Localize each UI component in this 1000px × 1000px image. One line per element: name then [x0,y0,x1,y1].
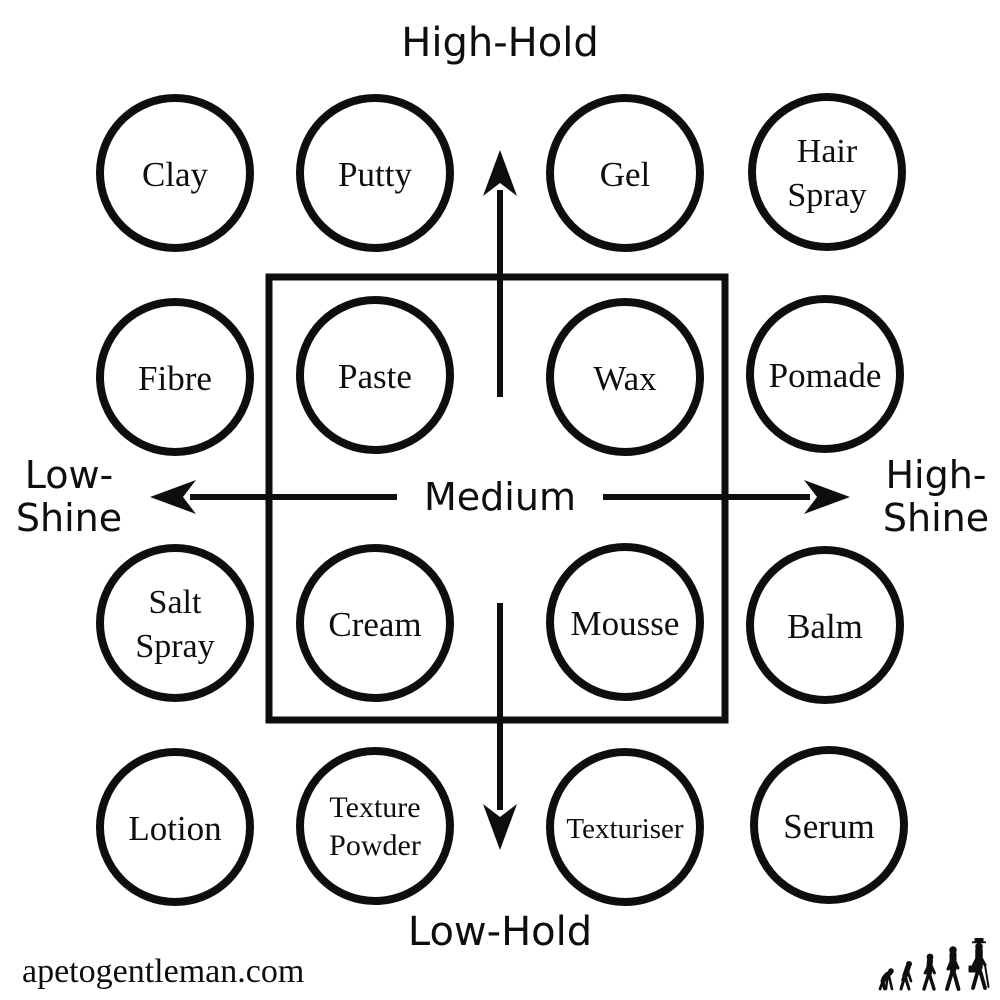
product-label: Putty [338,155,412,194]
svg-text:High-: High- [885,453,986,497]
circle-outline [296,747,454,905]
product-label: Fibre [138,359,212,398]
product-label: Balm [787,607,863,646]
arrow-head-left-icon [150,480,196,514]
logo-figure-man [945,946,961,991]
product-label: Pomade [769,356,882,395]
product-hair-spray: Hair Spray [748,93,906,251]
product-texturiser: Texturiser [546,748,704,906]
circle-outline [748,93,906,251]
product-label: Gel [600,155,651,194]
circle-outline [546,748,704,906]
product-label-line2: Spray [135,628,214,665]
logo-figure-hominid [899,961,913,991]
svg-text:Shine: Shine [16,496,122,540]
product-putty: Putty [296,94,454,252]
product-balm: Balm [746,546,904,704]
product-label: Serum [783,807,874,846]
product-label-line2: Powder [329,829,421,862]
axis-label-low-shine: Low- Shine [16,453,122,540]
circle-outline [296,544,454,702]
axis-label-medium: Medium [424,475,576,519]
product-label: Lotion [128,809,221,848]
arrow-head-down-icon [483,804,517,850]
product-label-line2: Spray [787,177,866,214]
circle-outline [296,94,454,252]
circle-outline [546,94,704,252]
svg-text:Low-: Low- [25,453,114,497]
axis-label-low-hold: Low-Hold [408,909,592,955]
axis-arrow-left [150,480,397,514]
product-label: Wax [593,359,657,398]
circle-outline [296,296,454,454]
axis-label-high-hold: High-Hold [401,20,598,66]
product-gel: Gel [546,94,704,252]
axis-arrow-up [483,150,517,397]
product-cream: Cream [296,544,454,702]
product-label: Paste [338,357,412,396]
watermark-text: apetogentleman.com [22,953,304,990]
circle-outline [96,298,254,456]
product-label-line1: Hair [797,133,858,170]
logo-figure-gentleman [968,938,990,990]
product-label: Mousse [571,604,680,643]
logo-figure-erectus [922,953,936,991]
circle-outline [96,94,254,252]
product-label-line1: Salt [149,584,202,621]
evolution-of-man-logo [878,938,990,991]
arrow-head-right-icon [804,480,850,514]
circle-outline [96,544,254,702]
circle-outline [546,298,704,456]
svg-text:Shine: Shine [883,496,989,540]
product-label: Clay [142,155,209,194]
logo-figure-ape [878,968,894,991]
product-paste: Paste [296,296,454,454]
circle-outline [746,295,904,453]
product-lotion: Lotion [96,748,254,906]
product-label-line1: Texture [329,791,420,824]
product-pomade: Pomade [746,295,904,453]
product-label: Cream [328,605,421,644]
axis-label-high-shine: High- Shine [883,453,989,540]
product-serum: Serum [750,746,908,904]
product-clay: Clay [96,94,254,252]
product-fibre: Fibre [96,298,254,456]
product-texture-powder: Texture Powder [296,747,454,905]
circle-outline [746,546,904,704]
axis-arrow-right [603,480,850,514]
product-label: Texturiser [566,813,683,845]
circle-outline [546,543,704,701]
product-mousse: Mousse [546,543,704,701]
circle-outline [96,748,254,906]
product-wax: Wax [546,298,704,456]
circle-outline [750,746,908,904]
axis-arrow-down [483,603,517,850]
product-salt-spray: Salt Spray [96,544,254,702]
arrow-head-up-icon [483,150,517,196]
